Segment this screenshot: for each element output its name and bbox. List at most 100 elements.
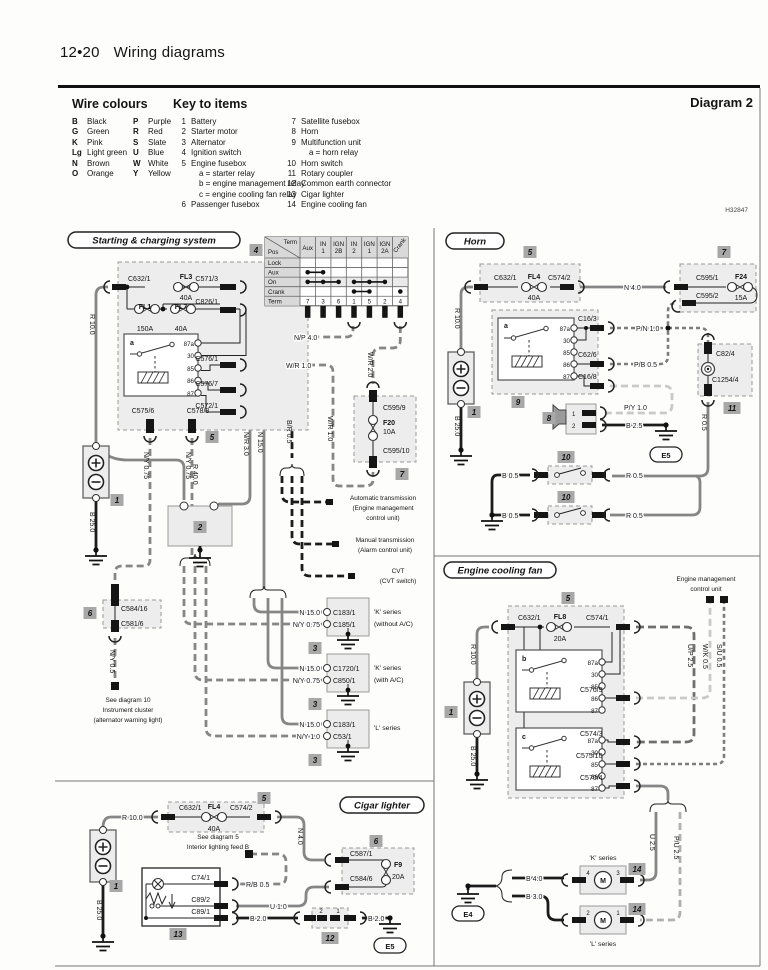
diagram-label: 1 [616, 911, 620, 917]
key-item-text: Rotary coupler [301, 168, 354, 178]
diagram-label: 4 [586, 871, 590, 877]
item-badge: 6 [369, 835, 383, 847]
connector-hooks [143, 435, 199, 443]
diagram-label: 2B [335, 248, 343, 255]
key-item-row: c = engine cooling fan relay [173, 190, 305, 200]
connector-hooks [239, 280, 247, 419]
diagram-label: 3 [616, 871, 620, 877]
wire-r10 [475, 625, 489, 680]
diagram-label: 87a [588, 660, 599, 667]
cigar-lighter-component [141, 867, 239, 927]
connector-c574-3 [616, 739, 630, 745]
item-badge-number: 5 [262, 794, 267, 803]
page-number: 12•20 [60, 44, 100, 61]
key-item-text: Alternator [191, 137, 226, 147]
diagram-label: C632/1 [518, 615, 541, 622]
item-badge: 5 [561, 592, 575, 604]
diagram-label: 30 [563, 338, 570, 345]
diagram-label: C183/1 [333, 722, 356, 729]
item-badge: 5 [205, 431, 219, 443]
item-badge: 12 [321, 932, 339, 944]
diagram-label: U/P 2.5 [686, 644, 693, 667]
key-item-number: 13 [287, 189, 296, 199]
section-title: Starting & charging system [92, 236, 216, 247]
diagram-label: 1 [368, 248, 372, 255]
battery-icon [463, 677, 491, 739]
key-item-number: 7 [291, 117, 296, 126]
diagram-label: FL3 [180, 274, 193, 281]
earth-point-e5 [373, 937, 407, 954]
wire-c595-2 [666, 301, 675, 326]
key-item-number: 9 [291, 137, 296, 147]
connector-hooks [366, 381, 380, 477]
satellite-fusebox [353, 395, 417, 463]
split-brace [279, 463, 305, 477]
diagram-label: B 0.5 [502, 513, 518, 520]
diagram-label: 40A [180, 295, 193, 302]
cooling-fan-l-series [561, 905, 645, 935]
connector-c16-8 [590, 383, 604, 389]
diagram-label: 7 [306, 298, 310, 305]
wire-u1 [236, 885, 329, 908]
diagram-label: N 15.0 [299, 610, 320, 617]
alternator-k-series-no-ac [323, 597, 370, 650]
diagram-label: FL8 [554, 614, 567, 621]
diagram-label: Term [268, 298, 282, 305]
diagram-label: N/Y 0.75 [293, 622, 320, 629]
cigar-lighter-section: Cigar lighter [89, 796, 425, 954]
item-badge-number: 1 [472, 408, 477, 417]
key-item-number: 3 [181, 137, 186, 147]
diagram-label: 'L' series [374, 725, 401, 732]
diagram-label: B 2.5 [626, 423, 642, 430]
diagram-label: R 10.0 [122, 815, 143, 822]
wire-r05-a [612, 402, 710, 478]
wire-end [111, 682, 119, 690]
key-item-number: 2 [181, 127, 186, 137]
diagram-label: (CVT switch) [380, 578, 416, 585]
diagram-label: 20A [392, 874, 405, 881]
diagram-label: C826/1 [195, 299, 218, 306]
key-item-text: Multifunction unit [301, 137, 362, 147]
item-badge-number: 3 [313, 756, 318, 765]
diagram-label: C89/2 [191, 897, 210, 904]
connector-c632-1 [112, 284, 126, 290]
item-badge-number: 9 [516, 398, 521, 407]
diagram-label: Interior lighting feed B [187, 844, 249, 851]
wire-colour-code: G [72, 127, 79, 137]
diagram-label: Manual transmission [356, 537, 415, 544]
item-badge-number: 14 [633, 905, 642, 914]
item-badge: 3 [308, 754, 322, 766]
diagram-label: C581/6 [121, 621, 144, 628]
key-item-text: Engine cooling fan [301, 200, 367, 210]
diagram-label: Pos [268, 250, 278, 256]
diagram-label: U 1.0 [270, 904, 287, 911]
key-to-items-title: Key to items [173, 97, 248, 111]
key-item-text: Cigar lighter [301, 189, 345, 199]
split-brace [179, 553, 211, 567]
diagram-label: C632/1 [128, 276, 151, 283]
connector-c575-10 [616, 761, 630, 767]
wire-r10 [459, 285, 473, 350]
wire-b3 [512, 894, 564, 922]
diagram-label: W/R 2.0 [366, 352, 373, 377]
diagram-label: N/Y 0.75 [293, 678, 320, 685]
key-item-text: Starter motor [191, 127, 238, 137]
diagram-label: F9 [394, 862, 402, 869]
item-badge: 2 [193, 521, 207, 533]
connector-c576-7 [220, 387, 236, 393]
diagram-label: 85 [187, 366, 194, 373]
diagram-label: IGN [333, 241, 344, 248]
cooling-fan-k-series [561, 865, 645, 895]
wire-end [720, 596, 728, 603]
diagram-label: 2 [572, 424, 576, 430]
diagram-label: R 10.0 [88, 314, 95, 335]
section-title-box [443, 561, 557, 579]
